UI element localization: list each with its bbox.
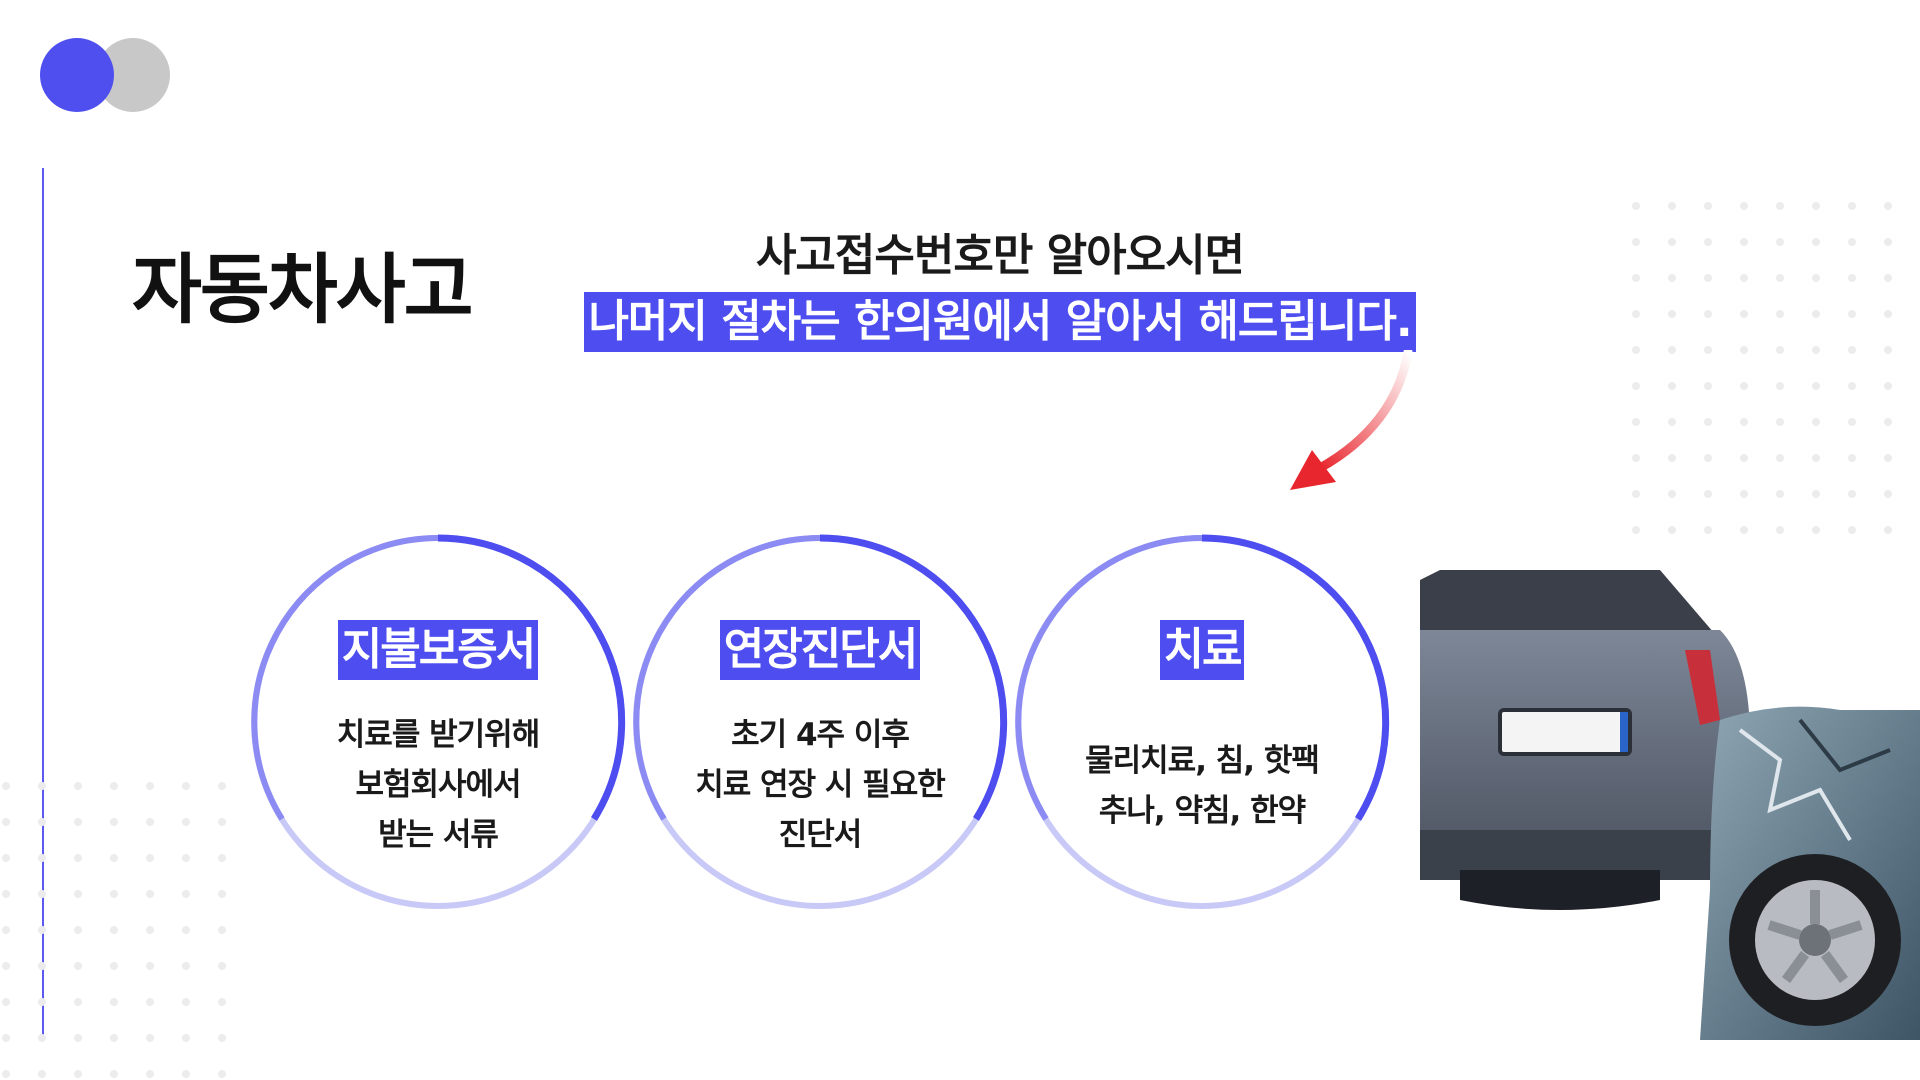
card-desc-line: 추나, 약침, 한약 <box>1098 793 1306 829</box>
left-accent-line <box>42 168 44 1038</box>
headline-line-1: 사고접수번호만 알아오시면 <box>755 230 1245 281</box>
card-label: 치료 <box>1159 620 1245 680</box>
card-label: 연장진단서 <box>719 620 921 680</box>
headline: 사고접수번호만 알아오시면 나머지 절차는 한의원에서 알아서 해드립니다. <box>560 228 1440 352</box>
card-payment-guarantee: 지불보증서 치료를 받기위해 보험회사에서 받는 서류 <box>248 532 628 912</box>
card-ring <box>251 534 626 909</box>
blue-dot <box>40 38 114 112</box>
dot-pattern-right <box>1630 200 1920 540</box>
card-desc-line: 초기 4주 이후 <box>731 717 910 753</box>
card-treatment: 치료 물리치료, 침, 핫팩 추나, 약침, 한약 <box>1012 532 1392 912</box>
card-description: 물리치료, 침, 핫팩 추나, 약침, 한약 <box>1042 736 1362 836</box>
car-illustration <box>1420 570 1920 1040</box>
card-description: 초기 4주 이후 치료 연장 시 필요한 진단서 <box>660 710 980 860</box>
card-ring <box>1015 534 1390 909</box>
card-label-wrap: 연장진단서 <box>630 620 1010 680</box>
card-extension-diagnosis: 연장진단서 초기 4주 이후 치료 연장 시 필요한 진단서 <box>630 532 1010 912</box>
card-label: 지불보증서 <box>337 620 539 680</box>
card-desc-line: 치료 연장 시 필요한 <box>695 767 946 803</box>
page-title: 자동차사고 <box>132 245 474 334</box>
card-desc-line: 받는 서류 <box>378 817 499 853</box>
card-desc-line: 진단서 <box>778 817 863 853</box>
card-label-wrap: 지불보증서 <box>248 620 628 680</box>
card-label-wrap: 치료 <box>1012 620 1392 680</box>
card-ring <box>633 534 1008 909</box>
dot-pattern-left <box>0 780 250 1080</box>
damaged-car-image <box>1420 560 1920 1040</box>
card-description: 치료를 받기위해 보험회사에서 받는 서류 <box>278 710 598 860</box>
curved-arrow-icon <box>1290 350 1413 490</box>
card-desc-line: 보험회사에서 <box>355 767 521 803</box>
headline-line-2-highlight: 나머지 절차는 한의원에서 알아서 해드립니다. <box>584 292 1416 352</box>
card-desc-line: 물리치료, 침, 핫팩 <box>1085 743 1320 779</box>
brand-dots <box>40 38 170 114</box>
card-desc-line: 치료를 받기위해 <box>336 717 540 753</box>
